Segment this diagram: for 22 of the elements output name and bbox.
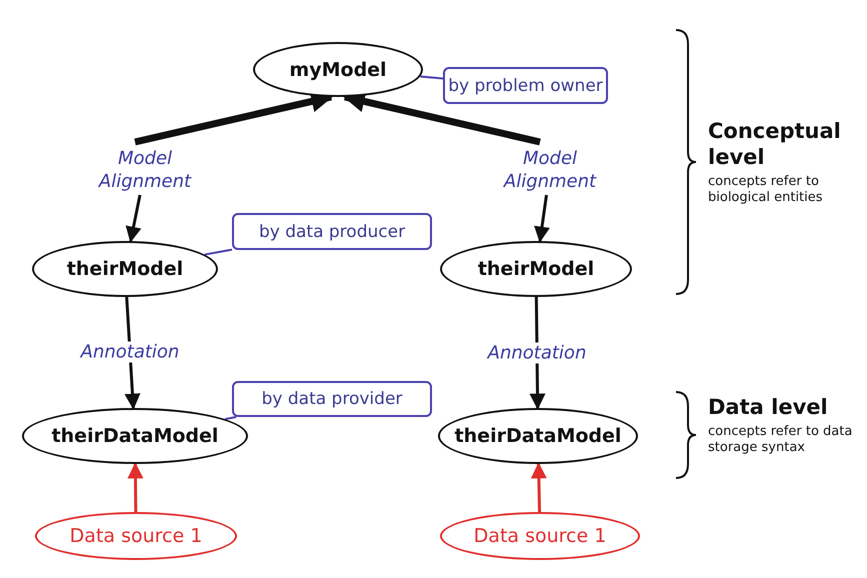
- edge-label: Annotation: [486, 342, 588, 363]
- model-ellipse: theirDataModel: [438, 408, 638, 464]
- callout-box: by problem owner: [443, 67, 608, 104]
- callout-box: by data provider: [232, 381, 432, 417]
- level-heading: Data level: [708, 394, 829, 420]
- arrow: [126, 194, 142, 243]
- arrow: [127, 462, 144, 512]
- level-description: concepts refer to data storage syntax: [708, 424, 854, 456]
- model-ellipse: theirModel: [440, 241, 632, 297]
- model-ellipse: myModel: [253, 42, 423, 97]
- process-label: Model Alignment: [90, 145, 200, 195]
- level-description: concepts refer to biological entities: [708, 174, 824, 206]
- edge-label: Annotation: [78, 342, 182, 363]
- process-label: Model Alignment: [495, 145, 605, 195]
- callout-box: by data producer: [232, 213, 432, 250]
- data-source-ellipse: Data source 1: [440, 512, 640, 560]
- model-ellipse: theirModel: [32, 241, 218, 297]
- level-heading: Conceptual level: [708, 118, 842, 170]
- arrow: [530, 462, 547, 512]
- model-ellipse: theirDataModel: [22, 408, 248, 464]
- data-source-ellipse: Data source 1: [35, 512, 237, 560]
- arrow: [534, 194, 550, 243]
